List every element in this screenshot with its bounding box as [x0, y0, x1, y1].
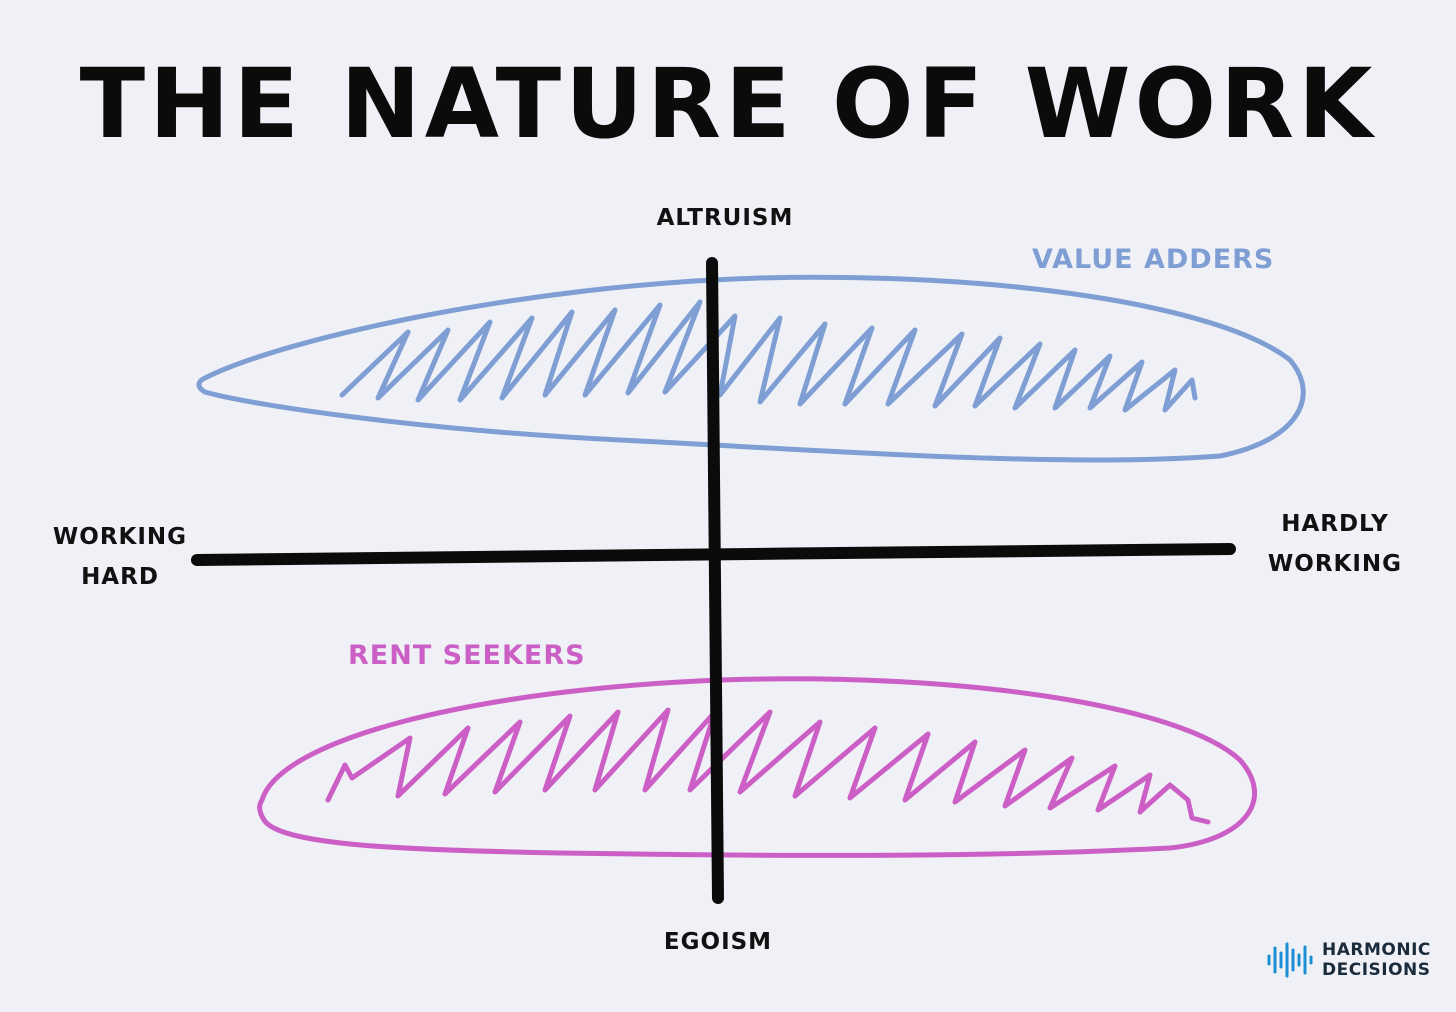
soundwave-icon — [1267, 942, 1313, 978]
rent-seekers-scribble — [325, 707, 1211, 825]
axis-label-bottom: EGOISM — [663, 929, 773, 955]
value-adders-label: VALUE ADDERS — [1032, 244, 1275, 275]
vertical-axis — [706, 257, 724, 904]
logo-line2: DECISIONS — [1322, 960, 1431, 980]
rent-seekers-label: RENT SEEKERS — [348, 640, 586, 671]
diagram-title: THE NATURE OF WORK — [79, 48, 1377, 160]
axis-label-left-line1: WORKING — [52, 524, 188, 550]
logo-line1: HARMONIC — [1322, 940, 1431, 960]
value-adders-scribble — [339, 299, 1198, 413]
harmonic-decisions-logo: HARMONIC DECISIONS — [1266, 940, 1431, 980]
axis-label-left: WORKING HARD — [40, 517, 200, 597]
axis-label-right-line1: HARDLY — [1281, 511, 1389, 537]
rent-seekers-outline — [257, 676, 1258, 858]
rent-seekers-region — [257, 676, 1258, 858]
axis-label-right-line2: WORKING — [1267, 551, 1403, 577]
value-adders-region — [196, 274, 1306, 463]
horizontal-axis — [191, 543, 1236, 566]
logo-text: HARMONIC DECISIONS — [1322, 940, 1431, 980]
axis-label-right: HARDLY WORKING — [1250, 504, 1420, 584]
value-adders-outline — [196, 274, 1306, 463]
axis-label-top: ALTRUISM — [656, 205, 794, 231]
axis-label-left-line2: HARD — [81, 564, 159, 590]
